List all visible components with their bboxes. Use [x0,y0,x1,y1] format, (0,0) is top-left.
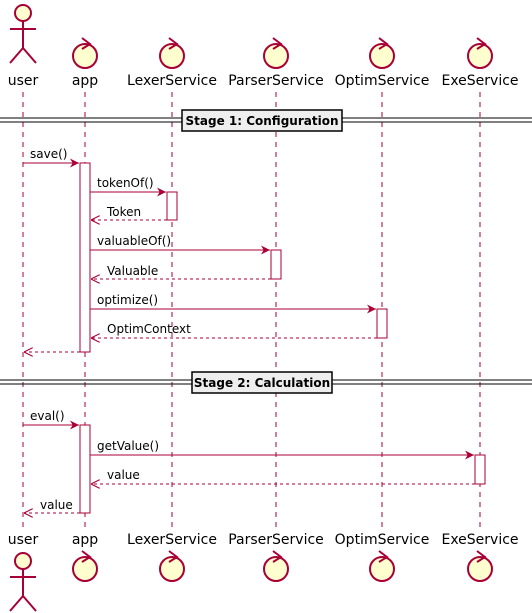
control-icon [159,37,185,69]
stage-divider-label: Stage 1: Configuration [186,114,339,128]
message-label: valuableOf() [97,234,171,248]
messages: save() tokenOf() Token valuableOf() Valu… [23,147,475,513]
message-label: Token [106,205,141,219]
message-label: value [40,498,73,512]
stage-divider-label: Stage 2: Calculation [194,376,330,390]
message-label: optimize() [97,293,158,307]
participants-top: user app LexerService ParserService Opti… [8,4,519,89]
actor-icon [9,4,37,64]
message-label: tokenOf() [97,176,154,190]
message-label: getValue() [97,439,159,453]
control-icon [467,550,493,582]
control-icon [369,550,395,582]
stage-divider: Stage 1: Configuration [0,109,532,132]
participant-label-lexer: LexerService [127,532,217,548]
participant-label-exe: ExeService [441,73,518,89]
activation-bar-app [79,424,91,514]
participant-label-app: app [72,73,98,89]
activation-bar-parser [270,249,282,280]
activation-bar-lexer [166,191,178,221]
control-icon [467,37,493,69]
control-icon [369,37,395,69]
control-icon [263,37,289,69]
participant-label-app: app [72,532,98,548]
message-label: value [107,468,140,482]
activation-bar-app [79,162,91,353]
message-label: save() [30,147,67,161]
stage-divider: Stage 2: Calculation [0,371,532,394]
participant-label-user: user [8,73,39,89]
control-icon [72,37,98,69]
participant-label-lexer: LexerService [127,73,217,89]
participant-label-optim: OptimService [335,532,430,548]
message-label: Valuable [107,264,158,278]
activation-bar-optim [376,308,388,339]
message-label: eval() [30,409,65,423]
control-icon [72,550,98,582]
participant-label-exe: ExeService [441,532,518,548]
participants-bottom: user app LexerService ParserService Opti… [8,532,519,612]
control-icon [159,550,185,582]
message-label: OptimContext [107,322,191,336]
participant-label-optim: OptimService [335,73,430,89]
participant-label-parser: ParserService [228,73,324,89]
control-icon [263,550,289,582]
participant-label-user: user [8,532,39,548]
actor-icon [9,552,37,612]
activation-bar-exe [474,454,486,485]
activations [79,162,486,514]
participant-label-parser: ParserService [228,532,324,548]
